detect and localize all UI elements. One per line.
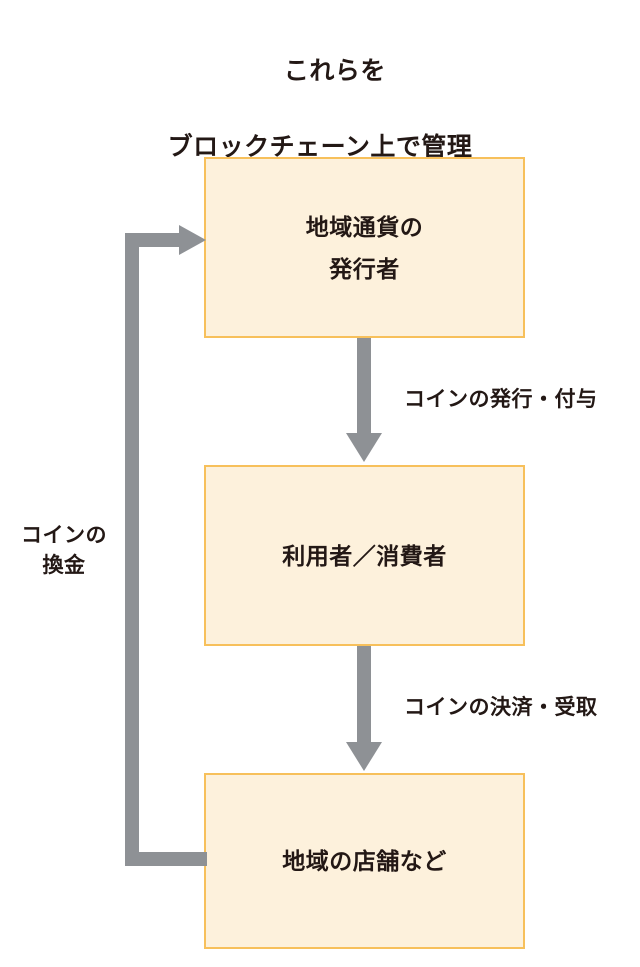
node-store: 地域の店舗など: [204, 773, 525, 949]
edge-label-issue: コインの発行・付与: [404, 388, 598, 411]
arrow-redeem-head: [179, 225, 206, 255]
node-issuer: 地域通貨の 発行者: [204, 157, 525, 338]
arrow-redeem-segment-bottom: [125, 852, 207, 866]
title-line-2: ブロックチェーン上で管理: [167, 133, 473, 161]
edge-label-redeem: コインの 換金: [21, 524, 107, 577]
arrow-redeem-segment-top: [125, 233, 182, 247]
node-issuer-label: 地域通貨の 発行者: [305, 213, 424, 282]
node-consumer: 利用者／消費者: [204, 465, 525, 646]
node-consumer-label: 利用者／消費者: [282, 542, 447, 569]
edge-label-payment: コインの決済・受取: [404, 696, 598, 719]
arrow-payment: [346, 646, 382, 772]
arrow-issue: [346, 338, 382, 463]
arrow-redeem-segment-vertical: [125, 233, 139, 866]
page-title: これらを ブロックチェーン上で管理: [0, 14, 640, 242]
arrow-issue-shaft: [357, 338, 371, 434]
arrow-payment-shaft: [357, 646, 371, 743]
arrow-issue-head: [346, 433, 382, 462]
title-line-1: これらを: [283, 57, 386, 85]
node-store-label: 地域の店舗など: [282, 848, 447, 874]
arrow-payment-head: [346, 742, 382, 771]
